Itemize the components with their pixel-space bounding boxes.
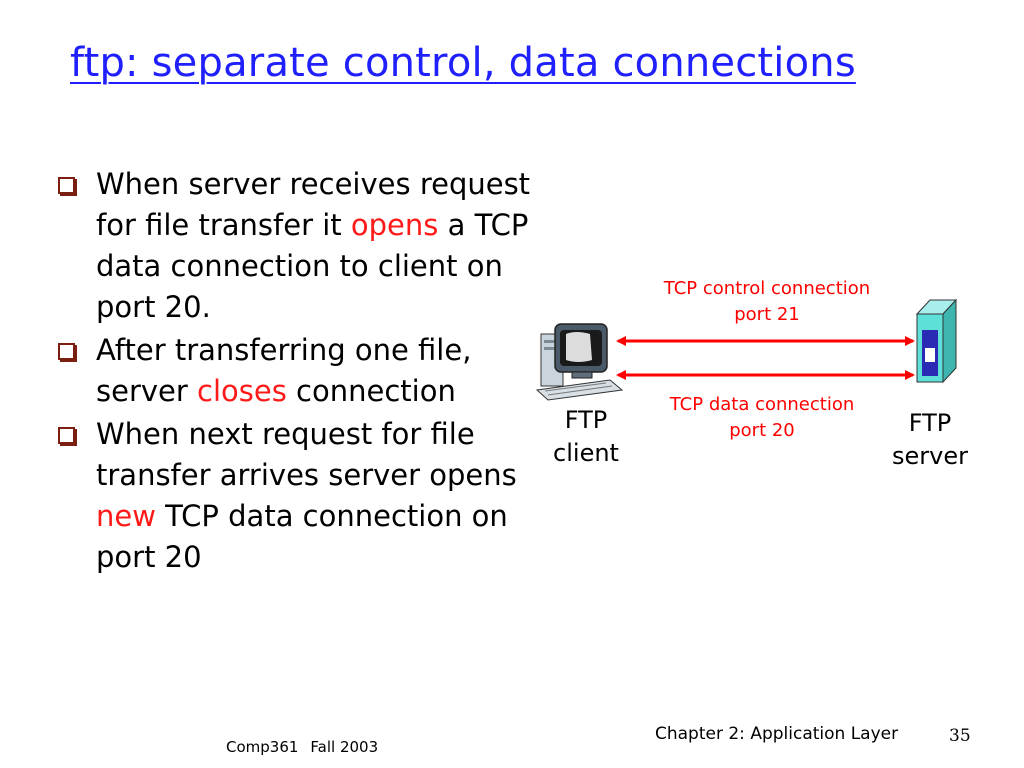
square-bullet-icon <box>58 177 75 194</box>
server-tower-icon <box>915 298 958 384</box>
bullet-list: When server receives request for file tr… <box>56 164 536 580</box>
bullet-item: When next request for file transfer arri… <box>56 414 536 578</box>
bullet-highlight: new <box>96 499 156 533</box>
data-connection-text: TCP data connection <box>669 394 855 415</box>
control-port-text: port 21 <box>734 304 800 325</box>
bullet-item: After transferring one file, server clos… <box>56 330 536 412</box>
data-connection-label: TCP data connection port 20 <box>646 392 878 444</box>
footer-course: Comp361 Fall 2003 <box>226 738 390 756</box>
control-connection-label: TCP control connection port 21 <box>636 276 898 328</box>
course-term: Fall 2003 <box>310 738 379 756</box>
course-name: Comp361 <box>226 738 299 756</box>
ftp-client-label: FTP client <box>538 404 634 470</box>
slide-title: ftp: separate control, data connections <box>70 40 856 86</box>
bullet-highlight: closes <box>197 374 287 408</box>
server-label-line: server <box>892 442 968 470</box>
bullet-text: When next request for file transfer arri… <box>96 417 517 492</box>
bullet-text: connection <box>286 374 456 408</box>
square-bullet-icon <box>58 427 75 444</box>
bullet-text: After transferring one file, server <box>96 333 472 408</box>
footer-chapter: Chapter 2: Application Layer <box>655 724 899 744</box>
data-port-text: port 20 <box>729 420 795 441</box>
computer-icon <box>535 323 624 401</box>
bullet-text: When server receives request for file tr… <box>96 167 531 242</box>
bullet-text: TCP data connection on port 20 <box>96 499 508 574</box>
client-label-line: client <box>553 439 619 467</box>
server-label-line: FTP <box>908 409 952 437</box>
square-bullet-icon <box>58 343 75 360</box>
bullet-text: a TCP data connection to client on port … <box>96 208 529 324</box>
control-connection-text: TCP control connection <box>663 278 871 299</box>
page-number: 35 <box>949 726 971 746</box>
client-label-line: FTP <box>564 406 608 434</box>
bullet-highlight: opens <box>350 208 439 242</box>
ftp-server-label: FTP server <box>880 407 980 473</box>
bullet-item: When server receives request for file tr… <box>56 164 536 328</box>
